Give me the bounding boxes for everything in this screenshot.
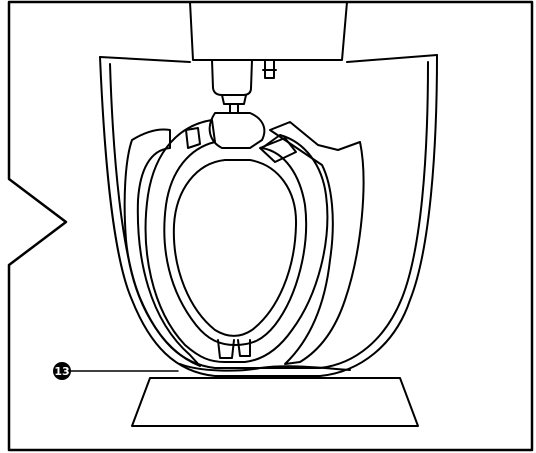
bowl-inner: [109, 61, 429, 369]
beater-outer: [144, 119, 329, 363]
beater-inner: [172, 159, 298, 337]
callout-number: 13: [54, 365, 69, 378]
head-pin: [262, 59, 277, 79]
beater-bottom-tab: [217, 339, 251, 359]
callout-badge: [53, 362, 71, 380]
dough-left: [123, 128, 201, 367]
beater-hub: [208, 112, 266, 149]
bowl-base: [131, 377, 419, 427]
shaft-neck: [221, 94, 247, 105]
bowl-bottom: [179, 363, 351, 372]
frame-border: [7, 0, 534, 452]
bowl-rim: [99, 54, 438, 63]
shaft-pin: [229, 103, 239, 113]
beater-tab-left: [185, 127, 201, 149]
bowl-outer: [99, 54, 438, 377]
beater-tab-right: [259, 137, 297, 163]
mixer-head: [189, 1, 348, 61]
dough-right: [269, 121, 365, 365]
beater-shaft: [211, 59, 253, 96]
